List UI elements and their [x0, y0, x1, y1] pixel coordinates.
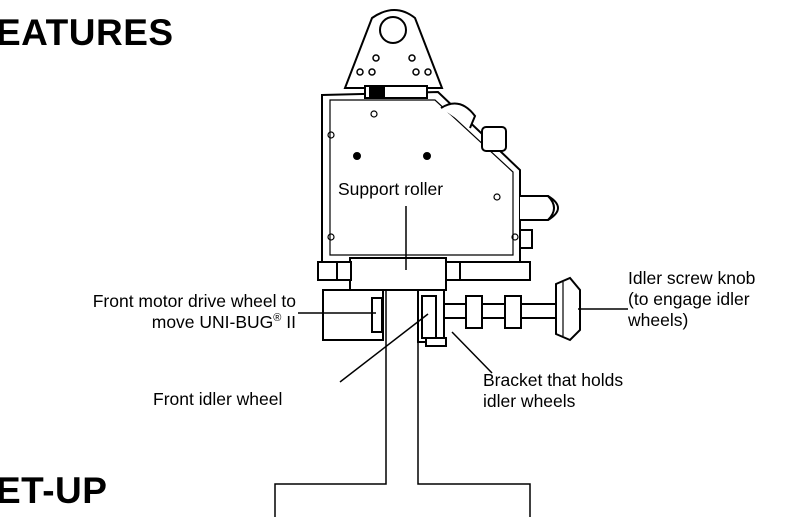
front-drive-line2: move UNI-BUG® II: [151, 312, 296, 332]
front-drive-wheel-label: Front motor drive wheel to move UNI-BUG®…: [18, 291, 296, 333]
setup-heading: ET-UP: [0, 470, 108, 511]
knob-line3: wheels): [628, 310, 689, 330]
main-body: [321, 90, 521, 263]
bracket-leader: [451, 331, 493, 374]
idler-screw-shaft: [443, 303, 561, 319]
bracket-label: Bracket that holds idler wheels: [483, 370, 623, 412]
bracket-hole-large: [379, 16, 407, 44]
rail: [274, 290, 387, 517]
support-roller: [349, 257, 447, 291]
features-heading: EATURES: [0, 12, 174, 53]
knob-line1: Idler screw knob: [628, 268, 756, 288]
lifting-bracket: [343, 9, 444, 89]
support-roller-label: Support roller: [338, 179, 444, 199]
bracket-line1: Bracket that holds: [483, 370, 624, 390]
front-idler-wheel-label: Front idler wheel: [153, 389, 283, 409]
front-idler-leader: [339, 313, 429, 383]
idler-screw-knob: [555, 276, 581, 342]
front-drive-line1: Front motor drive wheel to: [92, 291, 296, 311]
bracket-line2: idler wheels: [483, 391, 576, 411]
knob-line2: (to engage idler: [628, 289, 750, 309]
side-connector: [520, 195, 555, 221]
control-knob: [440, 102, 477, 129]
idler-screw-knob-label: Idler screw knob (to engage idler wheels…: [628, 268, 755, 331]
